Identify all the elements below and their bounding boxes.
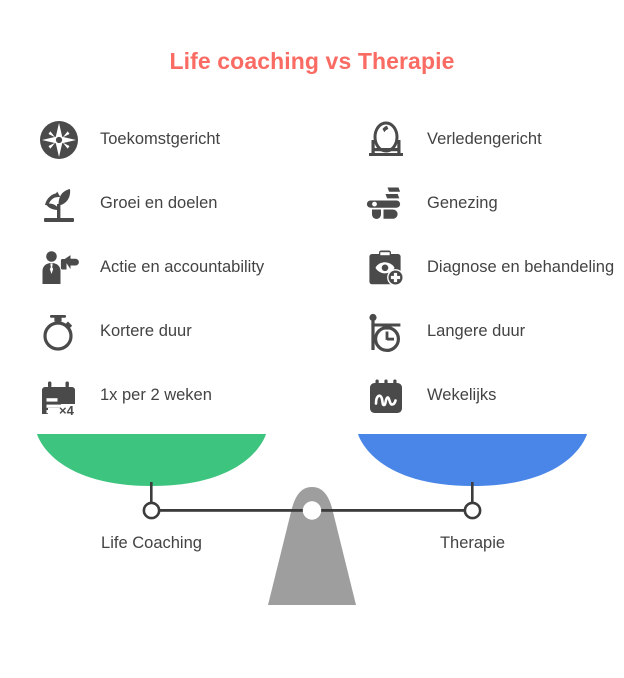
clipboard-plus-icon [363, 245, 409, 291]
calendar-x4-icon: ×4 [36, 373, 82, 419]
feature-row: Langere duur [363, 300, 618, 364]
feature-row: Toekomstgericht [36, 108, 326, 172]
page-title: Life coaching vs Therapie [169, 48, 455, 74]
feature-label: Wekelijks [427, 386, 497, 405]
balance-scale [0, 430, 624, 620]
left-string [150, 482, 153, 510]
svg-text:×4: ×4 [59, 403, 75, 418]
feature-label: Actie en accountability [100, 257, 264, 278]
right-feature-column: Verledengericht Genezing [363, 108, 618, 428]
hanging-clock-icon [363, 309, 409, 355]
left-pan [37, 434, 266, 486]
right-pan-label: Therapie [439, 534, 506, 552]
right-string [471, 482, 474, 510]
mirror-icon [363, 117, 409, 163]
sprout-icon [36, 181, 82, 227]
stopwatch-icon [36, 309, 82, 355]
feature-row: Verledengericht [363, 108, 618, 172]
right-ring [463, 501, 482, 520]
feature-row: Actie en accountability [36, 236, 326, 300]
feature-row: ×4 1x per 2 weken [36, 364, 326, 428]
feature-label: Toekomstgericht [100, 130, 221, 149]
left-pan-label: Life Coaching [101, 534, 202, 552]
feature-row: Groei en doelen [36, 172, 326, 236]
feature-label: Groei en doelen [100, 194, 218, 213]
feature-label-line1: Diagnose en behandeling [427, 258, 615, 277]
compass-icon [36, 117, 82, 163]
feature-row: Wekelijks [363, 364, 618, 428]
feature-label: Verledengericht [427, 130, 542, 149]
feature-label: Genezing [427, 194, 498, 213]
feature-label: Diagnose en behandeling [427, 257, 614, 278]
feature-label: Langere duur [427, 322, 526, 341]
feature-row: Diagnose en behandeling [363, 236, 618, 300]
feature-label: 1x per 2 weken [100, 386, 212, 405]
fulcrum [268, 487, 356, 605]
right-pan [358, 434, 587, 486]
person-point-icon [36, 245, 82, 291]
feature-row: Genezing [363, 172, 618, 236]
feature-label-line1: Actie en accountability [100, 258, 265, 277]
left-ring [142, 501, 161, 520]
pivot-hole [302, 501, 322, 520]
bandaged-leg-icon [363, 181, 409, 227]
calendar-wave-icon [363, 373, 409, 419]
feature-row: Kortere duur [36, 300, 326, 364]
feature-label: Kortere duur [100, 322, 192, 341]
left-feature-column: Toekomstgericht Groei en doelen [36, 108, 326, 428]
